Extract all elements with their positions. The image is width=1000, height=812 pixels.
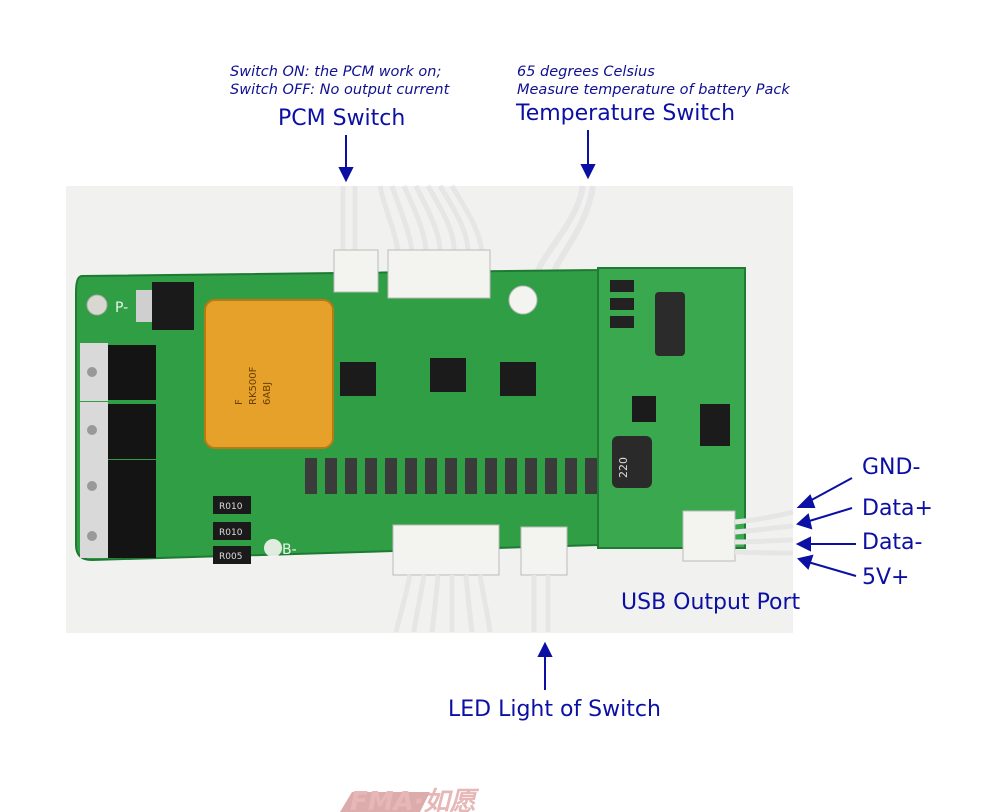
control-ics	[340, 358, 536, 396]
led-light-switch-title: LED Light of Switch	[448, 697, 661, 722]
mosfet-column	[80, 343, 156, 558]
pcm-switch-connector	[333, 249, 379, 293]
inductor-label: 220	[617, 457, 630, 478]
usb-pin-5v: 5V+	[862, 565, 910, 590]
capacitor-marking-3: 6ABJ	[262, 382, 273, 405]
usb-wires	[734, 509, 794, 556]
pcm-switch-wires	[340, 184, 485, 253]
data-plus-arrow	[805, 507, 853, 523]
gnd-arrow-head	[796, 494, 816, 508]
svg-text:FMA·如愿: FMA·如愿	[350, 787, 480, 812]
usb-pin-data-plus: Data+	[862, 496, 933, 521]
balance-connector	[387, 249, 491, 299]
shunt-resistors	[213, 496, 251, 564]
mounting-hole	[86, 294, 108, 316]
capacitor-marking-1: F	[234, 399, 245, 405]
data-minus-arrow-head	[795, 536, 811, 552]
ptc-capacitor	[204, 299, 334, 449]
temperature-note-line-2: Measure temperature of battery Pack	[517, 82, 790, 98]
fma-watermark-logo: FMA·如愿	[340, 787, 480, 812]
daughter-board-parts	[610, 280, 730, 488]
five-volt-arrow-head	[797, 554, 814, 570]
led-arrow-head	[537, 641, 553, 657]
mounting-hole-pad	[264, 539, 282, 557]
data-plus-arrow-head	[796, 513, 813, 530]
silk-b-label: B-	[282, 542, 297, 558]
temperature-sensor	[508, 285, 538, 315]
bottom-balance-connector	[392, 524, 500, 576]
capacitor-marking-2: RK500F	[248, 366, 259, 405]
temperature-switch-title: Temperature Switch	[516, 101, 736, 126]
pcm-switch-title: PCM Switch	[278, 106, 406, 131]
usb-pin-gnd: GND-	[862, 455, 921, 480]
mosfet-top	[152, 282, 194, 330]
silk-p-label: P-	[115, 300, 128, 316]
temperature-arrow-head	[580, 164, 596, 180]
mosfet-top-tab	[136, 290, 152, 322]
led-switch-connector	[520, 526, 568, 576]
balance-resistor-rows	[305, 458, 597, 494]
shunt-resistor-label-3: R005	[219, 552, 242, 562]
pcm-switch-note-line-1: Switch ON: the PCM work on;	[230, 64, 442, 80]
shunt-resistor-label-2: R010	[219, 528, 243, 538]
temperature-note-line-1: 65 degrees Celsius	[517, 64, 655, 80]
bottom-wires	[393, 574, 551, 633]
five-volt-arrow	[807, 561, 857, 577]
shunt-resistor-label-1: R010	[219, 502, 243, 512]
usb-output-port-title: USB Output Port	[621, 590, 801, 615]
gnd-arrow	[805, 477, 853, 504]
usb-pin-data-minus: Data-	[862, 530, 923, 555]
pcm-arrow-head	[338, 167, 354, 183]
annotation-arrows	[338, 130, 857, 690]
usb-connector	[682, 510, 736, 562]
pcm-switch-note-line-2: Switch OFF: No output current	[230, 82, 450, 98]
